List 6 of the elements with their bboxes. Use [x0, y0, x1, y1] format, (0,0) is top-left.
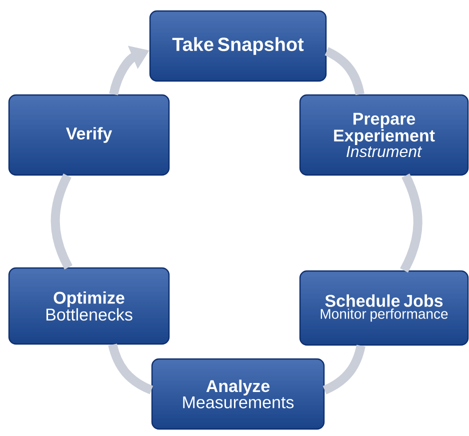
process-box: Take Snapshot — [149, 10, 327, 82]
process-box: Verify — [8, 94, 170, 176]
process-box: Analyze Measurements — [151, 358, 325, 430]
process-box: Prepare Experiement Instrument — [299, 94, 469, 176]
process-box: Schedule Jobs Monitor performance — [299, 270, 469, 346]
process-box: Optimize Bottlenecks — [8, 267, 170, 345]
